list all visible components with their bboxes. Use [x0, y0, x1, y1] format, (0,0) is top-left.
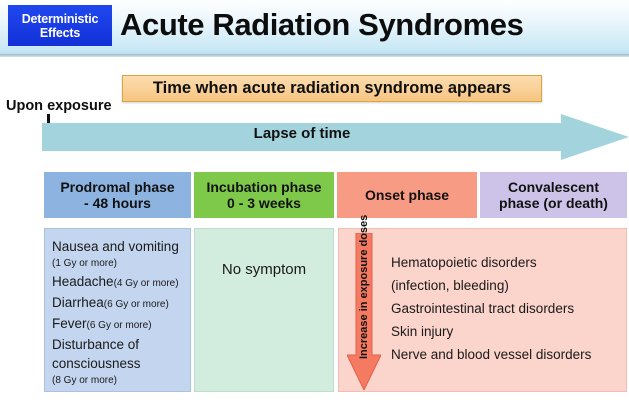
phase-body-incubation: No symptom — [194, 228, 334, 392]
list-item: Hematopoietic disorders — [391, 255, 537, 270]
list-item: Nerve and blood vessel disorders — [391, 347, 592, 362]
page-title: Acute Radiation Syndromes — [120, 7, 524, 42]
symptom-name: Fever — [52, 316, 87, 331]
symptom-list: Nausea and vomiting (1 Gy or more) Heada… — [52, 238, 186, 390]
symptom-dose: (4 Gy or more) — [113, 278, 179, 289]
symptom-dose: (6 Gy or more) — [103, 299, 169, 310]
badge-line-1: Deterministic — [21, 11, 99, 26]
badge-line-2: Effects — [39, 25, 81, 40]
no-symptom-label: No symptom — [221, 261, 307, 278]
phase-body-onset: Increase in exposure doses Hematopoietic… — [338, 215, 627, 392]
phase-header-incubation-line2: 0 - 3 weeks — [227, 195, 301, 211]
list-item: Gastrointestinal tract disorders — [391, 301, 575, 316]
phase-header-convalescent-line1: Convalescent — [507, 179, 600, 195]
symptom-dose: (8 Gy or more) — [52, 375, 118, 386]
phase-header-prodromal: Prodromal phase - 48 hours — [44, 172, 191, 218]
lapse-of-time-arrow-icon — [42, 114, 629, 160]
header-divider — [0, 54, 629, 57]
down-arrow-icon — [346, 232, 382, 392]
increase-dose-label: Increase in exposure doses — [358, 214, 370, 359]
deterministic-effects-badge: Deterministic Effects — [8, 5, 112, 46]
list-item: Diarrhea(6 Gy or more) — [52, 294, 186, 313]
phase-header-incubation: Incubation phase 0 - 3 weeks — [194, 172, 334, 218]
phase-header-prodromal-line1: Prodromal phase — [60, 179, 175, 195]
list-item: consciousness — [52, 355, 186, 372]
list-item: Headache(4 Gy or more) — [52, 273, 186, 292]
upon-exposure-label: Upon exposure — [6, 98, 112, 114]
phase-header-convalescent-line2: phase (or death) — [499, 195, 608, 211]
phase-header-onset: Onset phase — [337, 172, 477, 218]
symptom-name: Nausea and vomiting — [52, 239, 179, 254]
lapse-of-time-label: Lapse of time — [253, 125, 351, 142]
phase-header-prodromal-line2: - 48 hours — [84, 195, 151, 211]
symptom-name: consciousness — [52, 356, 141, 371]
phase-body-prodromal: Nausea and vomiting (1 Gy or more) Heada… — [44, 228, 191, 392]
time-banner: Time when acute radiation syndrome appea… — [122, 75, 542, 102]
list-item: Nausea and vomiting — [52, 238, 186, 255]
disorder-list: Hematopoietic disorders (infection, blee… — [391, 251, 620, 366]
increase-dose-arrow: Increase in exposure doses — [346, 215, 382, 392]
symptom-name: Diarrhea — [52, 295, 104, 310]
list-item: (infection, bleeding) — [391, 278, 509, 293]
list-item: Disturbance of — [52, 336, 186, 353]
phase-header-incubation-line1: Incubation phase — [206, 179, 322, 195]
list-item: Fever(6 Gy or more) — [52, 315, 186, 334]
symptom-dose: (1 Gy or more) — [52, 258, 118, 269]
symptom-name: Headache — [52, 274, 114, 289]
symptom-dose: (6 Gy or more) — [86, 320, 152, 331]
list-item: Skin injury — [391, 324, 454, 339]
phase-header-onset-line1: Onset phase — [364, 187, 450, 203]
symptom-name: Disturbance of — [52, 337, 140, 352]
phase-header-convalescent: Convalescent phase (or death) — [480, 172, 627, 218]
